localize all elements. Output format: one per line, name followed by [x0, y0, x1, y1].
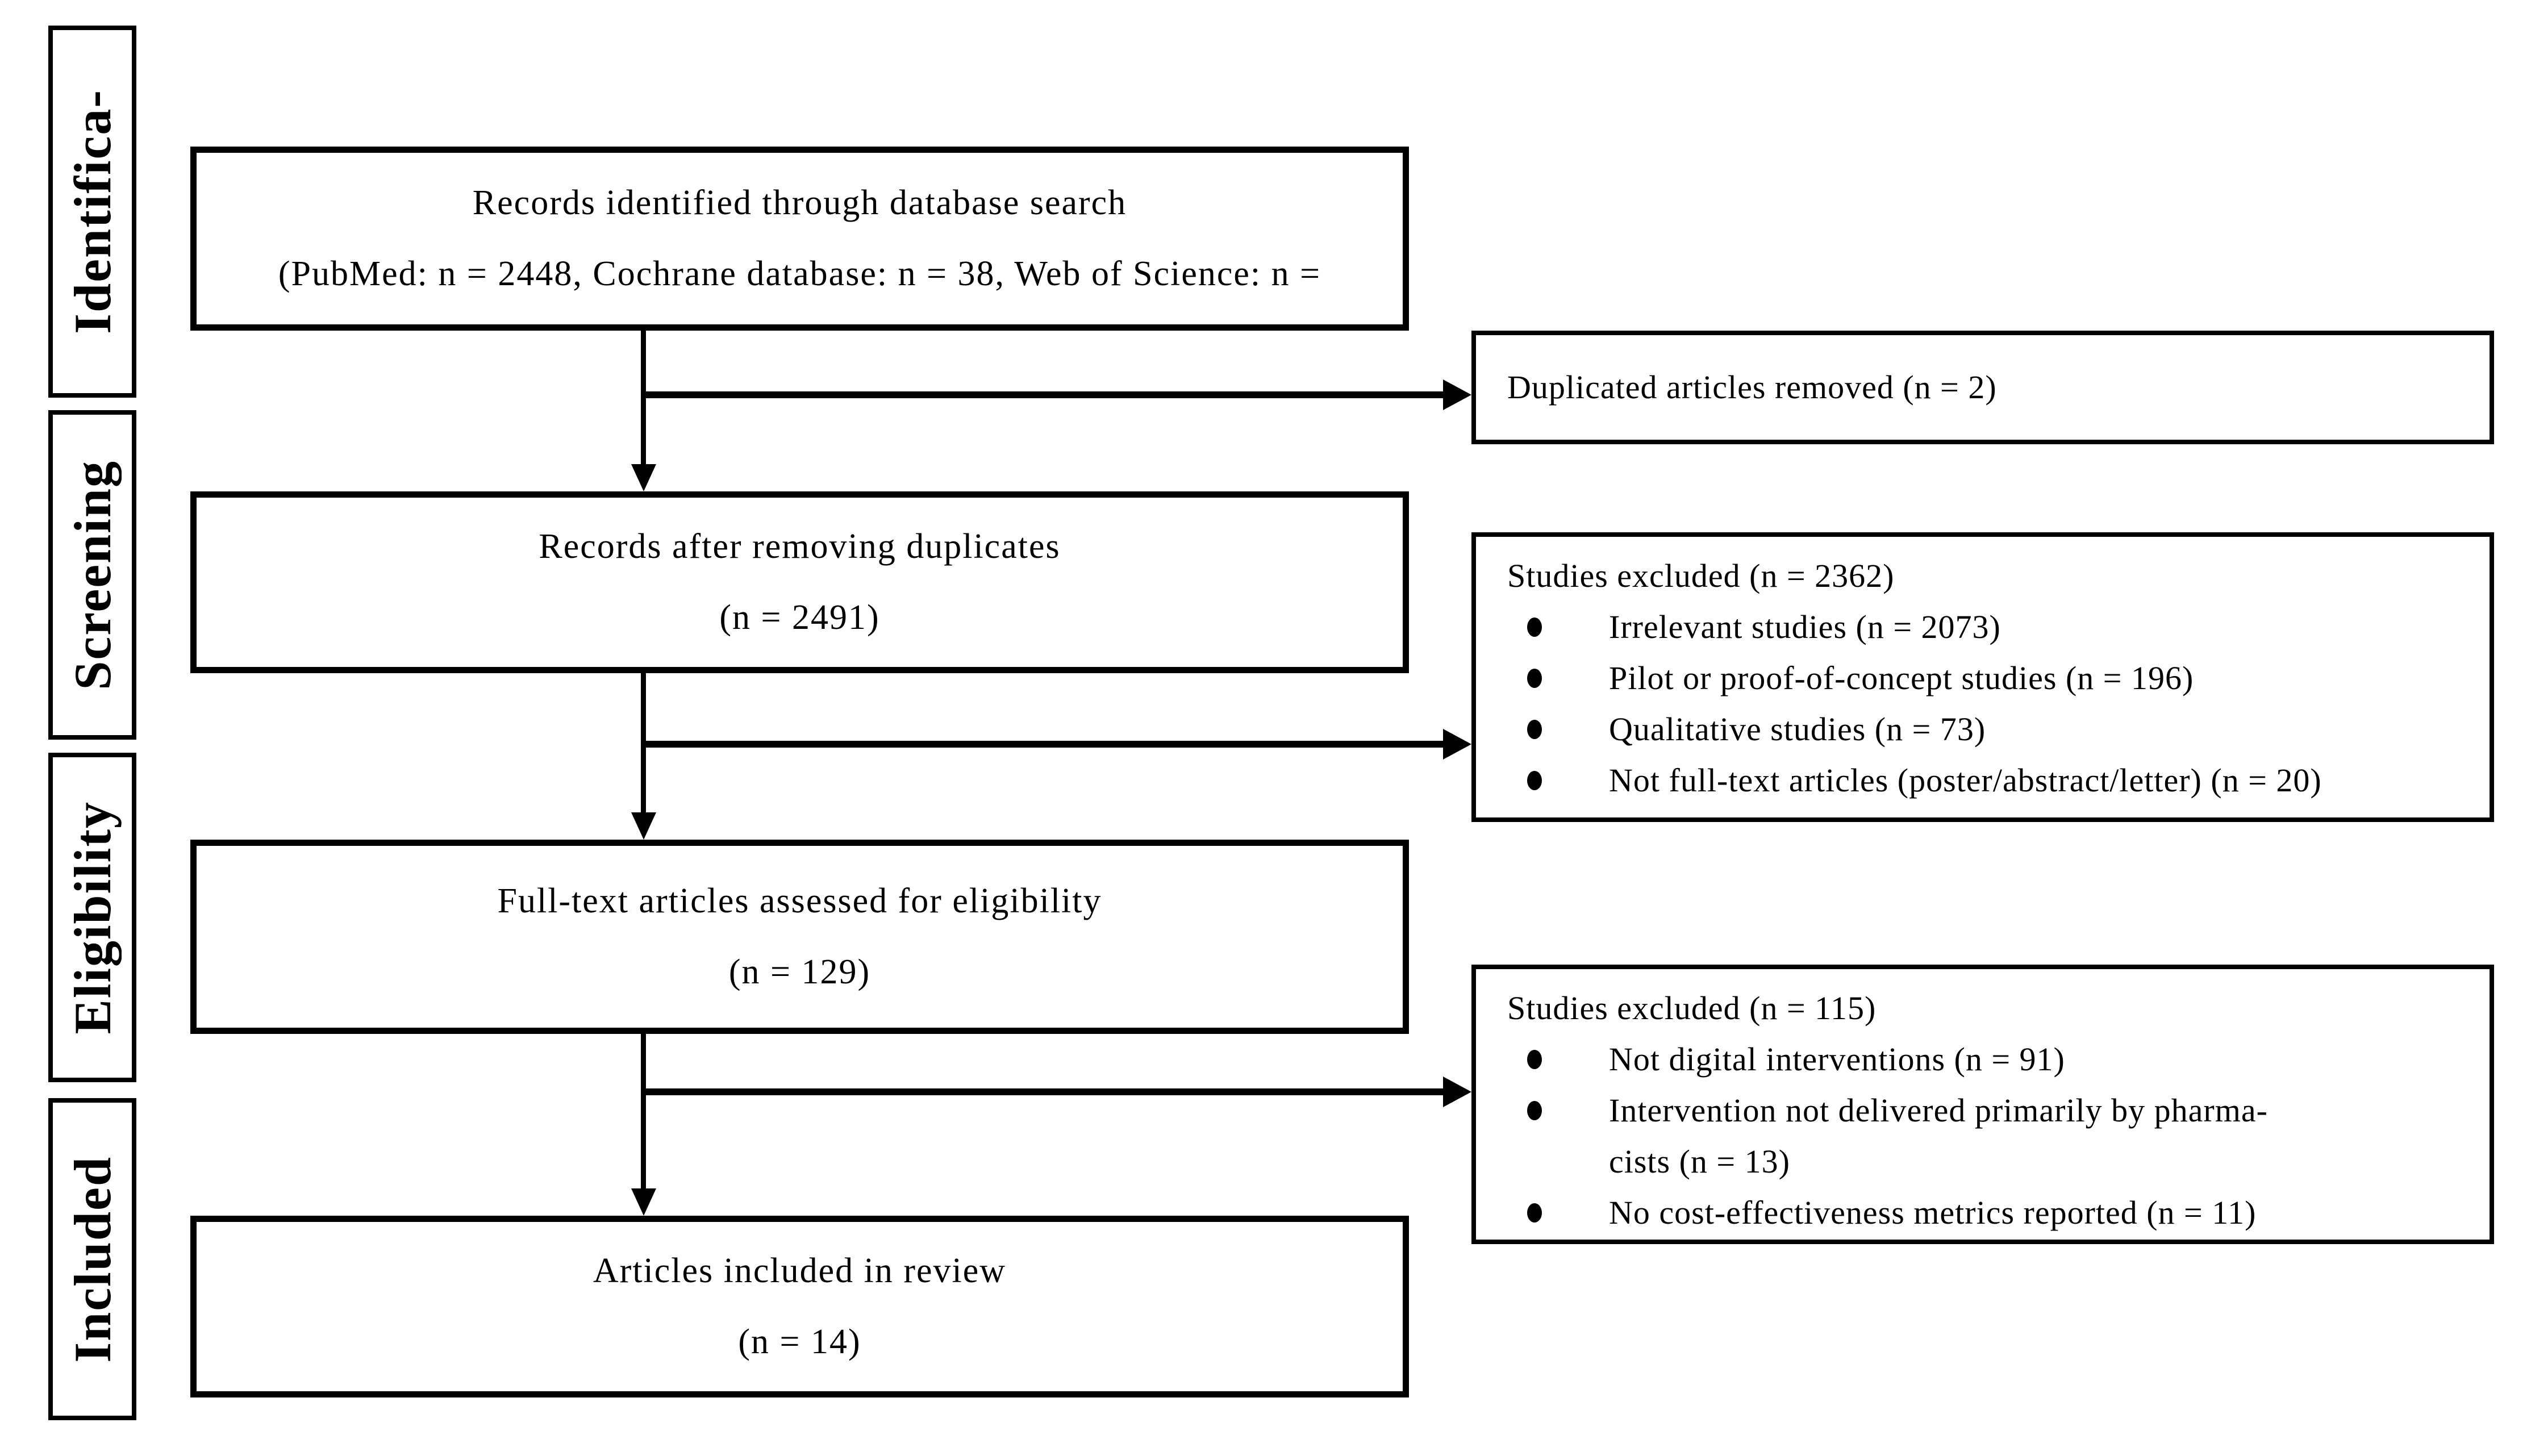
- bullet-label: Pilot or proof-of-concept studies (n = 1…: [1609, 660, 2194, 696]
- connector-line-3: [641, 1034, 646, 1190]
- flow-box-detail: (PubMed: n = 2448, Cochrane database: n …: [278, 255, 1321, 293]
- bullet-item: Intervention not delivered primarily by …: [1507, 1085, 2472, 1187]
- stage-label-identification: Identifica-: [63, 89, 122, 334]
- bullet-item: Qualitative studies (n = 73): [1507, 704, 2472, 755]
- side-box-title: Studies excluded (n = 2362): [1507, 557, 1895, 594]
- flow-box-title: Articles included in review: [593, 1251, 1007, 1290]
- flow-box-records-identified: Records identified through database sear…: [190, 147, 1409, 331]
- flow-box-count: (n = 129): [728, 953, 871, 991]
- bullet-icon: [1527, 669, 1542, 688]
- side-box-excluded-screening: Studies excluded (n = 2362) Irrelevant s…: [1471, 532, 2494, 822]
- stage-label-screening: Screening: [63, 460, 122, 690]
- flow-box-title: Records after removing duplicates: [539, 527, 1061, 566]
- arrowhead-down-icon: [631, 1188, 656, 1216]
- bullet-icon: [1527, 1050, 1542, 1069]
- stage-box-eligibility: Eligibility: [48, 753, 136, 1082]
- bullet-label: Intervention not delivered primarily by …: [1609, 1092, 2268, 1180]
- stage-box-identification: Identifica-: [48, 26, 136, 398]
- bullet-label: Qualitative studies (n = 73): [1609, 711, 1986, 748]
- flow-box-title: Records identified through database sear…: [472, 183, 1127, 222]
- side-box-title: Duplicated articles removed (n = 2): [1507, 369, 1997, 406]
- flow-box-count: (n = 2491): [719, 598, 880, 637]
- stage-label-included: Included: [63, 1155, 122, 1363]
- stage-label-eligibility: Eligibility: [63, 800, 122, 1034]
- stage-box-included: Included: [48, 1098, 136, 1420]
- bullet-item: Not digital interventions (n = 91): [1507, 1034, 2472, 1085]
- arrowhead-down-icon: [631, 812, 656, 840]
- bullet-label: Not digital interventions (n = 91): [1609, 1041, 2065, 1078]
- arrowhead-right-icon: [1443, 1077, 1471, 1107]
- bullet-item: Irrelevant studies (n = 2073): [1507, 602, 2472, 653]
- flow-box-title: Full-text articles assessed for eligibil…: [497, 881, 1102, 920]
- connector-line-1: [641, 331, 646, 465]
- arrowhead-right-icon: [1443, 379, 1471, 410]
- flow-box-count: (n = 14): [738, 1323, 861, 1361]
- bullet-icon: [1527, 618, 1542, 637]
- branch-line-1: [644, 391, 1443, 398]
- flow-box-included-review: Articles included in review (n = 14): [190, 1216, 1409, 1397]
- side-box-excluded-fulltext: Studies excluded (n = 115) Not digital i…: [1471, 965, 2494, 1244]
- bullet-label: Irrelevant studies (n = 2073): [1609, 608, 2001, 645]
- bullet-icon: [1527, 720, 1542, 739]
- bullet-item: Not full-text articles (poster/abstract/…: [1507, 755, 2472, 806]
- bullet-label: No cost-effectiveness metrics reported (…: [1609, 1194, 2257, 1231]
- bullet-icon: [1527, 1101, 1542, 1120]
- branch-line-2: [644, 741, 1443, 748]
- side-box-duplicates-removed: Duplicated articles removed (n = 2): [1471, 331, 2494, 444]
- connector-line-2: [641, 673, 646, 813]
- bullet-icon: [1527, 1203, 1542, 1223]
- arrowhead-down-icon: [631, 464, 656, 491]
- arrowhead-right-icon: [1443, 729, 1471, 760]
- flow-box-fulltext-assessed: Full-text articles assessed for eligibil…: [190, 840, 1409, 1034]
- bullet-icon: [1527, 771, 1542, 790]
- flow-box-after-duplicates: Records after removing duplicates (n = 2…: [190, 491, 1409, 673]
- bullet-label: Not full-text articles (poster/abstract/…: [1609, 762, 2322, 799]
- branch-line-3: [644, 1088, 1443, 1095]
- bullet-item: No cost-effectiveness metrics reported (…: [1507, 1187, 2472, 1238]
- side-box-title: Studies excluded (n = 115): [1507, 990, 1877, 1027]
- bullet-item: Pilot or proof-of-concept studies (n = 1…: [1507, 653, 2472, 704]
- stage-box-screening: Screening: [48, 410, 136, 740]
